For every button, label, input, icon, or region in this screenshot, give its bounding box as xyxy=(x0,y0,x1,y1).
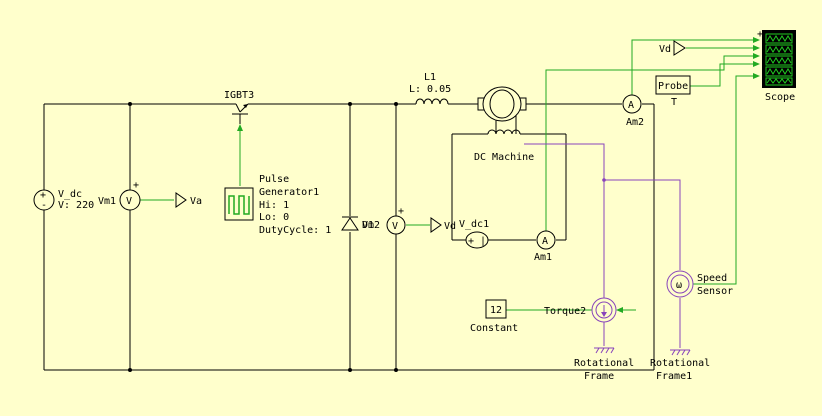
am2-symbol: A xyxy=(628,100,634,111)
vd-output[interactable]: Vd xyxy=(659,40,686,56)
probe-label: T xyxy=(671,97,677,108)
source-param: V: 220 xyxy=(58,200,94,211)
source-name: V_dc xyxy=(58,189,82,200)
speed-sensor[interactable]: ω Speed Sensor xyxy=(666,270,733,298)
mechanical-shaft xyxy=(524,143,681,348)
ground-hatch-icon xyxy=(595,347,615,354)
vm1-symbol: V xyxy=(126,196,132,207)
am2-name: Am2 xyxy=(626,117,644,128)
va-label: Va xyxy=(190,196,202,207)
igbt-name: IGBT3 xyxy=(224,90,254,101)
vdc1-symbol: + | xyxy=(468,236,486,247)
source-minus: - xyxy=(41,200,47,211)
scope-traces-icon xyxy=(765,33,793,86)
machine-name: DC Machine xyxy=(474,152,534,163)
vm1-plus: + xyxy=(133,180,139,191)
rotational-frame[interactable]: Rotational Frame xyxy=(574,347,634,382)
vd-out-label: Vd xyxy=(659,44,671,55)
vm2-name: Vm2 xyxy=(362,220,380,231)
frame-line1: Rotational xyxy=(574,358,634,369)
junction-nodes xyxy=(128,102,398,372)
speed-sensor-line2: Sensor xyxy=(697,286,733,297)
frame1-line1: Rotational xyxy=(650,358,710,369)
constant-block[interactable]: 12 Constant xyxy=(470,299,518,334)
pulse-duty: DutyCycle: 1 xyxy=(259,225,331,236)
scope-plus: + xyxy=(757,29,763,40)
probe-name: Probe xyxy=(658,81,688,92)
constant-name: Constant xyxy=(470,323,518,334)
probe-block[interactable]: Probe T xyxy=(655,75,691,108)
constant-value: 12 xyxy=(490,305,502,316)
dc-machine[interactable]: DC Machine xyxy=(474,86,534,163)
inductor-name: L1 xyxy=(424,72,436,83)
torque-source[interactable]: Torque2 xyxy=(544,297,617,323)
frame1-line2: Frame1 xyxy=(656,371,692,382)
am1-name: Am1 xyxy=(534,252,552,263)
speed-sensor-line1: Speed xyxy=(697,273,727,284)
source-plus: + xyxy=(40,190,46,201)
torque-name: Torque2 xyxy=(544,306,586,317)
dc-voltage-source[interactable]: + - V_dc V: 220 xyxy=(33,189,94,211)
vd-meter-label: Vd xyxy=(444,221,456,232)
vm2-plus: + xyxy=(398,206,404,217)
signal-wires xyxy=(140,37,760,313)
frame-line2: Frame xyxy=(584,371,614,382)
pulse-generator[interactable]: Pulse Generator1 Hi: 1 Lo: 0 DutyCycle: … xyxy=(224,174,331,236)
scope-name: Scope xyxy=(765,92,795,103)
ammeter-am1[interactable]: A Am1 xyxy=(534,230,556,263)
ground-hatch-icon xyxy=(671,349,691,356)
va-output[interactable]: Va xyxy=(175,192,202,208)
inductor-l1[interactable]: L1 L: 0.05 xyxy=(409,72,451,105)
scope-block[interactable]: + Scope xyxy=(757,29,796,103)
ammeter-am2[interactable]: A Am2 xyxy=(622,94,644,128)
diode-d1[interactable]: D1 xyxy=(341,216,374,231)
vm1-name: Vm1 xyxy=(98,196,116,207)
pulse-lo: Lo: 0 xyxy=(259,212,289,223)
vd-meter-output[interactable]: Vd xyxy=(430,217,456,233)
voltmeter-vm2[interactable]: V + Vm2 xyxy=(362,206,406,235)
rotational-frame-1[interactable]: Rotational Frame1 xyxy=(650,349,710,382)
vdc1-name: V_dc1 xyxy=(459,219,489,230)
voltmeter-vm1[interactable]: V + Vm1 xyxy=(98,180,141,211)
diode-name: D1 xyxy=(362,220,374,231)
dc-voltage-source-1[interactable]: + | V_dc1 xyxy=(459,219,489,249)
am1-symbol: A xyxy=(542,236,548,247)
pulse-name-2: Generator1 xyxy=(259,187,319,198)
pulse-hi: Hi: 1 xyxy=(259,200,289,211)
inductor-param: L: 0.05 xyxy=(409,84,451,95)
vm2-symbol: V xyxy=(392,221,398,232)
speed-sensor-symbol: ω xyxy=(676,280,682,291)
pulse-name-1: Pulse xyxy=(259,174,289,185)
igbt-switch[interactable]: IGBT3 xyxy=(224,90,254,124)
